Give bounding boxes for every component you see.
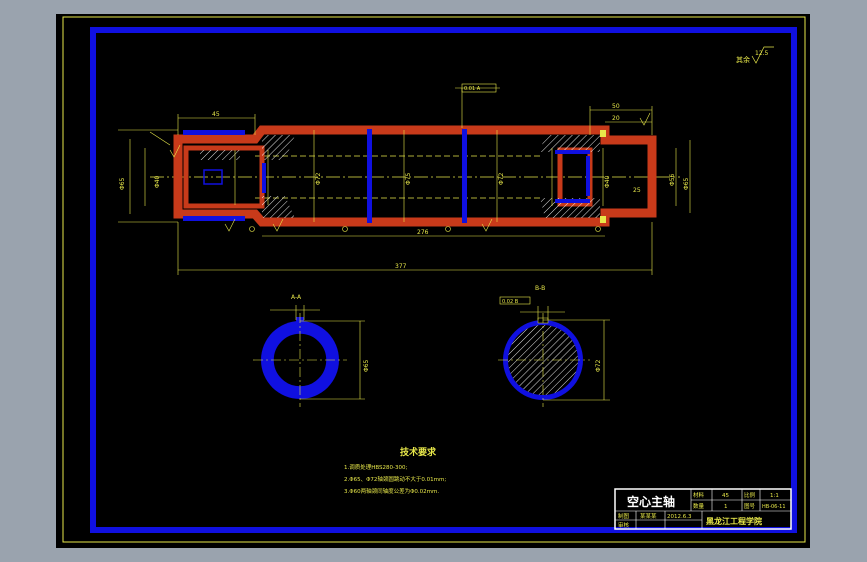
dim-left-step: 45 [212,111,220,118]
drawn-name: 某某某 [640,513,657,520]
part-name: 空心主轴 [627,494,675,509]
dim-bore-right: Φ40 [604,175,611,188]
section-b-label: B-B [535,285,545,292]
bearing-seat-right-top [555,150,590,154]
qty-label: 数量 [693,502,705,510]
shaft-wall [173,125,657,227]
dim-chamfer-right: 25 [633,187,641,194]
inner-border [90,27,797,533]
material-label: 材料 [693,491,705,499]
dim-bore-left: Φ40 [154,175,161,188]
scale-value: 1:1 [770,493,779,499]
check-label: 审核 [618,521,630,529]
roughness-note: 其余 12.5 [736,46,774,64]
bearing-seat-right-bottom [555,199,590,203]
note-3: 3.Φ60两轴颈同轴度公差为Φ0.02mm. [344,487,439,495]
material-value: 45 [722,493,729,499]
section-a-dim: Φ65 [363,359,370,372]
drawing-no-label: 图号 [744,502,756,510]
hatch-left-bottom [262,196,295,218]
dim-center-left: Φ72 [315,172,322,185]
keyway-detail [203,169,223,185]
section-b-dim: Φ72 [595,359,602,372]
dim-middle-length: 276 [417,229,429,236]
key-groove-bottom [183,216,245,221]
roughness-label: 其余 [736,55,750,64]
right-mark-bottom [600,216,606,223]
drawn-date: 2012.6.3 [667,514,692,520]
notes-heading: 技术要求 [400,446,437,458]
dim-right-outer: Φ65 [683,177,690,190]
dim-center-right: Φ72 [498,172,505,185]
drawing-no-value: HB-06-11 [762,504,786,510]
section-line-b [462,129,467,223]
right-mark-top [600,130,606,137]
scale-label: 比例 [744,491,756,499]
outer-frame [62,16,806,543]
bearing-seat-right [586,156,590,196]
dim-center-mid: Φ75 [405,172,412,185]
section-line-a [367,129,372,223]
qty-value: 1 [724,504,728,510]
roughness-value: 12.5 [755,50,769,57]
section-a-view: A-A Φ65 [253,294,370,407]
note-1: 1.调质处理HBS280-300; [344,463,408,471]
section-b-tolerance: 0.02 B [502,299,519,305]
note-2: 2.Φ65、Φ72轴颈圆跳动不大于0.01mm; [344,475,446,483]
section-b-view: B-B 0.02 B Φ72 [498,285,610,407]
dim-right-step2: 20 [612,115,620,122]
dim-left-outer: Φ65 [119,177,126,190]
dim-total-length: 377 [395,263,407,270]
hatch-left-bore [200,150,240,160]
hatch-right-top [540,135,600,152]
model-space-viewport[interactable] [56,14,810,548]
dim-right-step: 50 [612,103,620,110]
title-block: 空心主轴 材料 45 比例 1:1 数量 1 图号 HB-06-11 制图 某某… [614,488,792,530]
technical-notes: 技术要求 1.调质处理HBS280-300; 2.Φ65、Φ72轴颈圆跳动不大于… [344,446,446,495]
key-groove-top [183,130,245,135]
main-section-view: 377 276 45 50 20 0.01 A 25 Φ72 Φ75 Φ72 Φ… [118,83,691,275]
section-a-bore [273,333,327,387]
datum-reference: 0.01 A [464,86,481,92]
bearing-seat-left [262,163,266,193]
drawn-label: 制图 [618,512,630,520]
section-a-label: A-A [291,294,302,301]
hatch-left-top [262,135,295,160]
dim-hole-right: Φ56 [669,173,676,186]
school-name: 黑龙江工程学院 [706,516,762,526]
